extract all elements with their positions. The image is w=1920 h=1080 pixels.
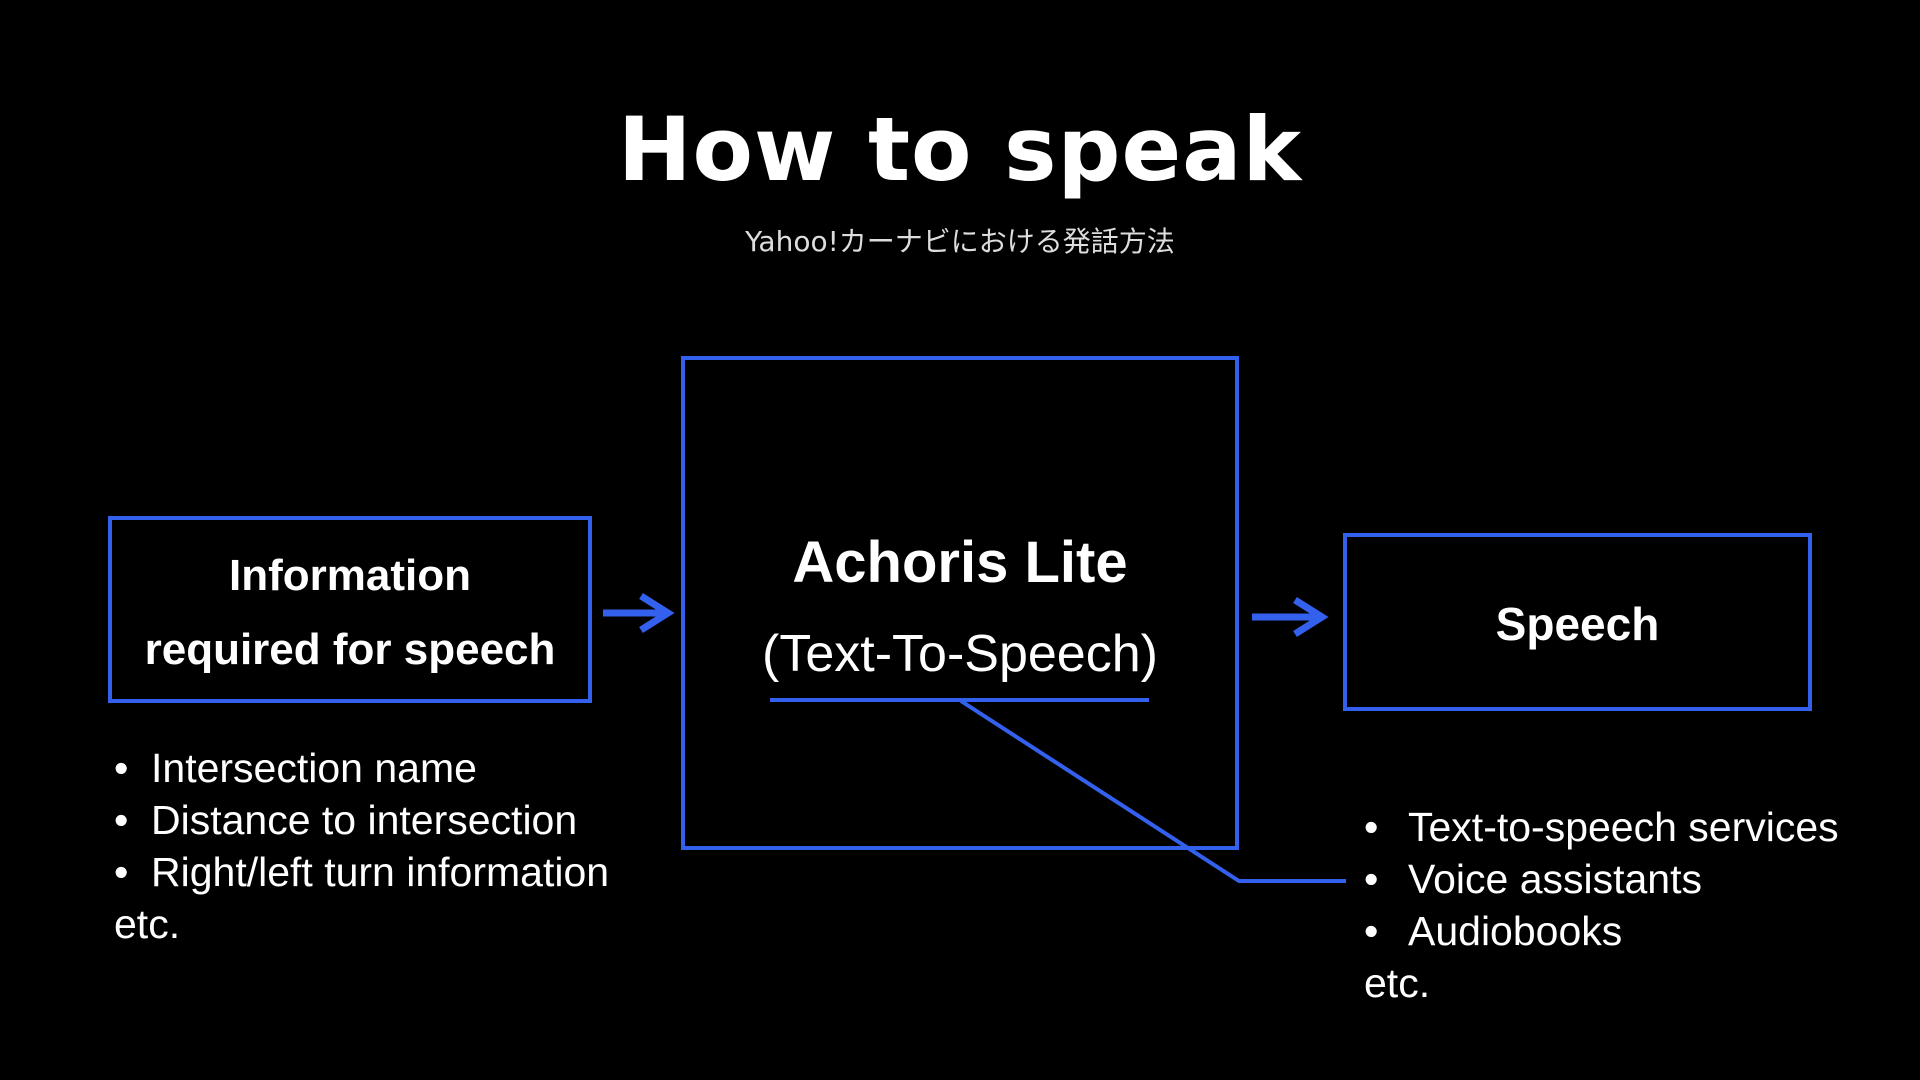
arrow-engine-to-speech-icon xyxy=(1252,597,1329,637)
bullet: • xyxy=(114,797,129,843)
slide-title: How to speak xyxy=(617,98,1303,201)
list-trailer: etc. xyxy=(114,901,181,947)
speech-label: Speech xyxy=(1495,598,1660,650)
leader-line-to-applications xyxy=(959,699,1346,883)
speech-output-box: Speech xyxy=(1343,533,1812,711)
input-info-list: • Intersection name • Distance to intersec… xyxy=(114,742,609,950)
list-item: • Right/left turn information xyxy=(114,846,609,898)
engine-name: Achoris Lite xyxy=(792,530,1128,595)
list-item: • Text-to-speech services xyxy=(1364,801,1839,853)
bullet: • xyxy=(1364,908,1379,954)
bullet: • xyxy=(1364,856,1379,902)
input-box-line-1: Information xyxy=(229,551,471,600)
list-item: • Audiobooks xyxy=(1364,905,1839,957)
bullet: • xyxy=(114,745,129,791)
list-item-text: Intersection name xyxy=(151,745,477,791)
input-information-box: Information required for speech xyxy=(108,516,592,703)
list-item: • Distance to intersection xyxy=(114,794,609,846)
list-item: • Voice assistants xyxy=(1364,853,1839,905)
applications-list: • Text-to-speech services • Voice assistan… xyxy=(1364,801,1839,1009)
list-item-text: Voice assistants xyxy=(1408,856,1702,902)
tts-engine-box: Achoris Lite (Text-To-Speech) xyxy=(681,356,1239,850)
engine-subtitle: (Text-To-Speech) xyxy=(762,625,1158,683)
list-item-text: Audiobooks xyxy=(1408,908,1623,954)
arrow-input-to-engine-icon xyxy=(603,593,675,633)
list-item-text: Right/left turn information xyxy=(151,849,610,895)
input-box-line-2: required for speech xyxy=(144,625,556,674)
list-item: • Intersection name xyxy=(114,742,609,794)
bullet: • xyxy=(114,849,129,895)
bullet: • xyxy=(1364,804,1379,850)
list-trailer: etc. xyxy=(1364,960,1431,1006)
slide-subtitle: Yahoo!カーナビにおける発話方法 xyxy=(745,225,1175,258)
list-item-text: Distance to intersection xyxy=(151,797,578,843)
list-item-text: Text-to-speech services xyxy=(1408,804,1839,850)
